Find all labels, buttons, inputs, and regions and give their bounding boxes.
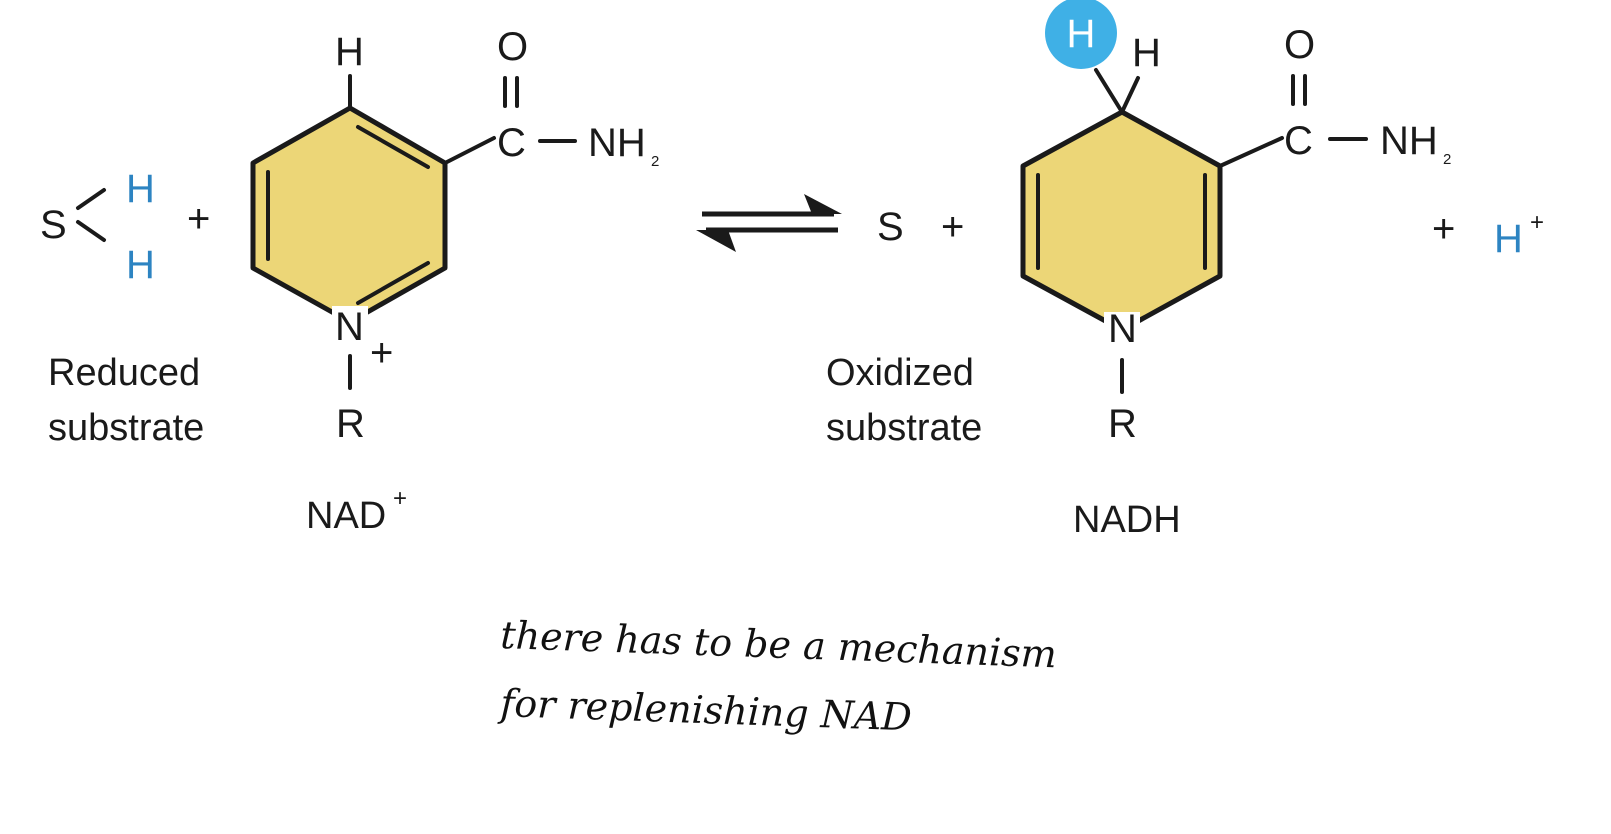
plus-sign-1: + (187, 197, 210, 241)
s-h-bond-bottom (76, 220, 106, 242)
nadh-molecule: H H C O NH 2 N R NADH (1020, 0, 1451, 541)
nad-amide-subscript: 2 (651, 153, 659, 170)
nad-ring-carbonyl-bond (443, 136, 496, 165)
nad-n-charge: + (370, 331, 393, 375)
nadh-hydride-bond (1094, 68, 1124, 114)
proton-product: + H + (1432, 207, 1544, 261)
nad-double-bond-top (356, 125, 430, 169)
oxidized-caption-line2: substrate (826, 407, 982, 449)
nad-plus-molecule: H C O NH 2 N + R NAD + (250, 25, 659, 537)
oxidized-caption-line1: Oxidized (826, 352, 974, 394)
nadh-ring-carbonyl-bond (1218, 136, 1284, 168)
nad-r-group: R (336, 402, 365, 446)
reduced-caption-line1: Reduced (48, 352, 200, 394)
nadh-carbonyl-carbon: C (1284, 119, 1313, 163)
product-sulfur: S (877, 205, 904, 249)
reduced-substrate: S H H Reduced substrate (40, 167, 204, 449)
substrate-hydrogen-bottom: H (126, 243, 155, 287)
nadh-ring (1020, 109, 1223, 333)
plus-sign-2: + (941, 205, 964, 249)
nadh-hydride-label: H (1067, 12, 1096, 56)
nad-hydrogen: H (335, 30, 364, 74)
proton-charge: + (1530, 209, 1544, 236)
nad-n-mask (332, 306, 368, 342)
nadh-r-group: R (1108, 402, 1137, 446)
note-line2: for replenishing NAD (497, 681, 913, 739)
substrate-sulfur: S (40, 203, 67, 247)
nad-double-bond-bottom (356, 261, 430, 305)
proton-symbol: H (1494, 217, 1523, 261)
nad-ring-nitrogen: N (335, 305, 364, 349)
plus-sign-3: + (1432, 207, 1455, 251)
nadh-hydrogen: H (1132, 31, 1161, 75)
s-h-bond-top (76, 188, 106, 210)
nadh-amide-nh: NH (1380, 119, 1438, 163)
nad-name: NAD (306, 495, 386, 537)
equilibrium-arrow-icon (696, 194, 842, 252)
hydride-highlight-circle (1045, 0, 1117, 69)
nadh-ring-nitrogen: N (1108, 307, 1137, 351)
nad-oxygen: O (497, 25, 528, 69)
oxidized-substrate: S + Oxidized substrate (826, 205, 982, 449)
nad-plus-ring (250, 105, 448, 325)
note-line1: there has to be a mechanism (500, 613, 1058, 676)
handwritten-note: there has to be a mechanism for replenis… (497, 613, 1058, 739)
nad-name-superscript: + (393, 485, 407, 512)
nadh-oxygen: O (1284, 23, 1315, 67)
nadh-amide-subscript: 2 (1443, 151, 1451, 168)
nadh-name: NADH (1073, 499, 1181, 541)
reduced-caption-line2: substrate (48, 407, 204, 449)
nad-carbonyl-carbon: C (497, 121, 526, 165)
substrate-hydrogen-top: H (126, 167, 155, 211)
nadh-ch-bond (1120, 76, 1140, 114)
nadh-n-mask (1104, 312, 1140, 348)
nad-amide-nh: NH (588, 121, 646, 165)
